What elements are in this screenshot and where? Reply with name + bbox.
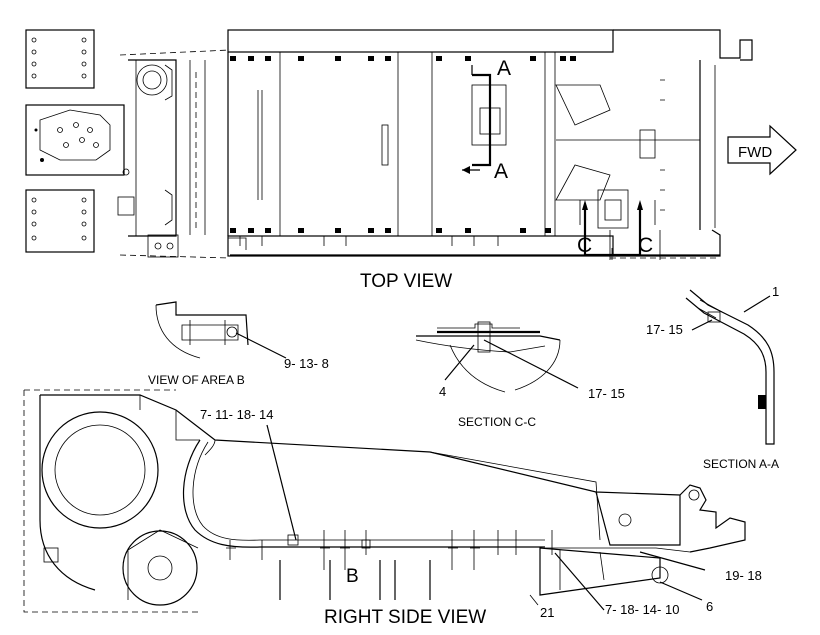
top-view-drawing: A A C C FWD xyxy=(25,29,797,260)
section-c-c-drawing xyxy=(415,321,579,393)
section-a-top-label: A xyxy=(497,57,511,80)
callout-7-11-18-14: 7- 11- 18- 14 xyxy=(200,407,273,422)
callout-17-15-section-a: 17- 15 xyxy=(646,322,683,337)
fwd-arrow-label: FWD xyxy=(738,144,772,161)
section-c-c-title: SECTION C-C xyxy=(458,415,536,429)
section-a-cut-line xyxy=(462,65,492,174)
top-view-left-plates xyxy=(25,29,179,258)
right-side-view-leaders xyxy=(266,424,706,611)
callout-17-15-section-c: 17- 15 xyxy=(588,386,625,401)
section-a-bottom-label: A xyxy=(494,160,508,183)
callout-21: 21 xyxy=(540,605,554,620)
section-b-label: B xyxy=(346,566,359,587)
fwd-arrow-icon xyxy=(727,124,797,176)
top-view-title: TOP VIEW xyxy=(360,271,452,292)
right-side-view-title: RIGHT SIDE VIEW xyxy=(324,607,486,628)
top-view-bolts xyxy=(230,56,665,246)
section-c-cut-line xyxy=(582,200,643,257)
section-a-a-title: SECTION A-A xyxy=(703,457,779,471)
section-a-a-drawing xyxy=(685,289,775,445)
callout-7-18-14-10: 7- 18- 14- 10 xyxy=(605,602,679,617)
callout-19-18: 19- 18 xyxy=(725,568,762,583)
callout-4: 4 xyxy=(439,384,446,399)
callout-1: 1 xyxy=(772,284,779,299)
right-side-view-drawing xyxy=(23,389,746,613)
view-of-area-b-drawing xyxy=(155,301,287,359)
callout-6: 6 xyxy=(706,599,713,614)
top-view-frame xyxy=(119,29,753,260)
section-c-right-label: C xyxy=(638,234,653,257)
view-of-area-b-title: VIEW OF AREA B xyxy=(148,373,245,387)
callout-9-13-8: 9- 13- 8 xyxy=(284,356,329,371)
section-c-left-label: C xyxy=(577,234,592,257)
